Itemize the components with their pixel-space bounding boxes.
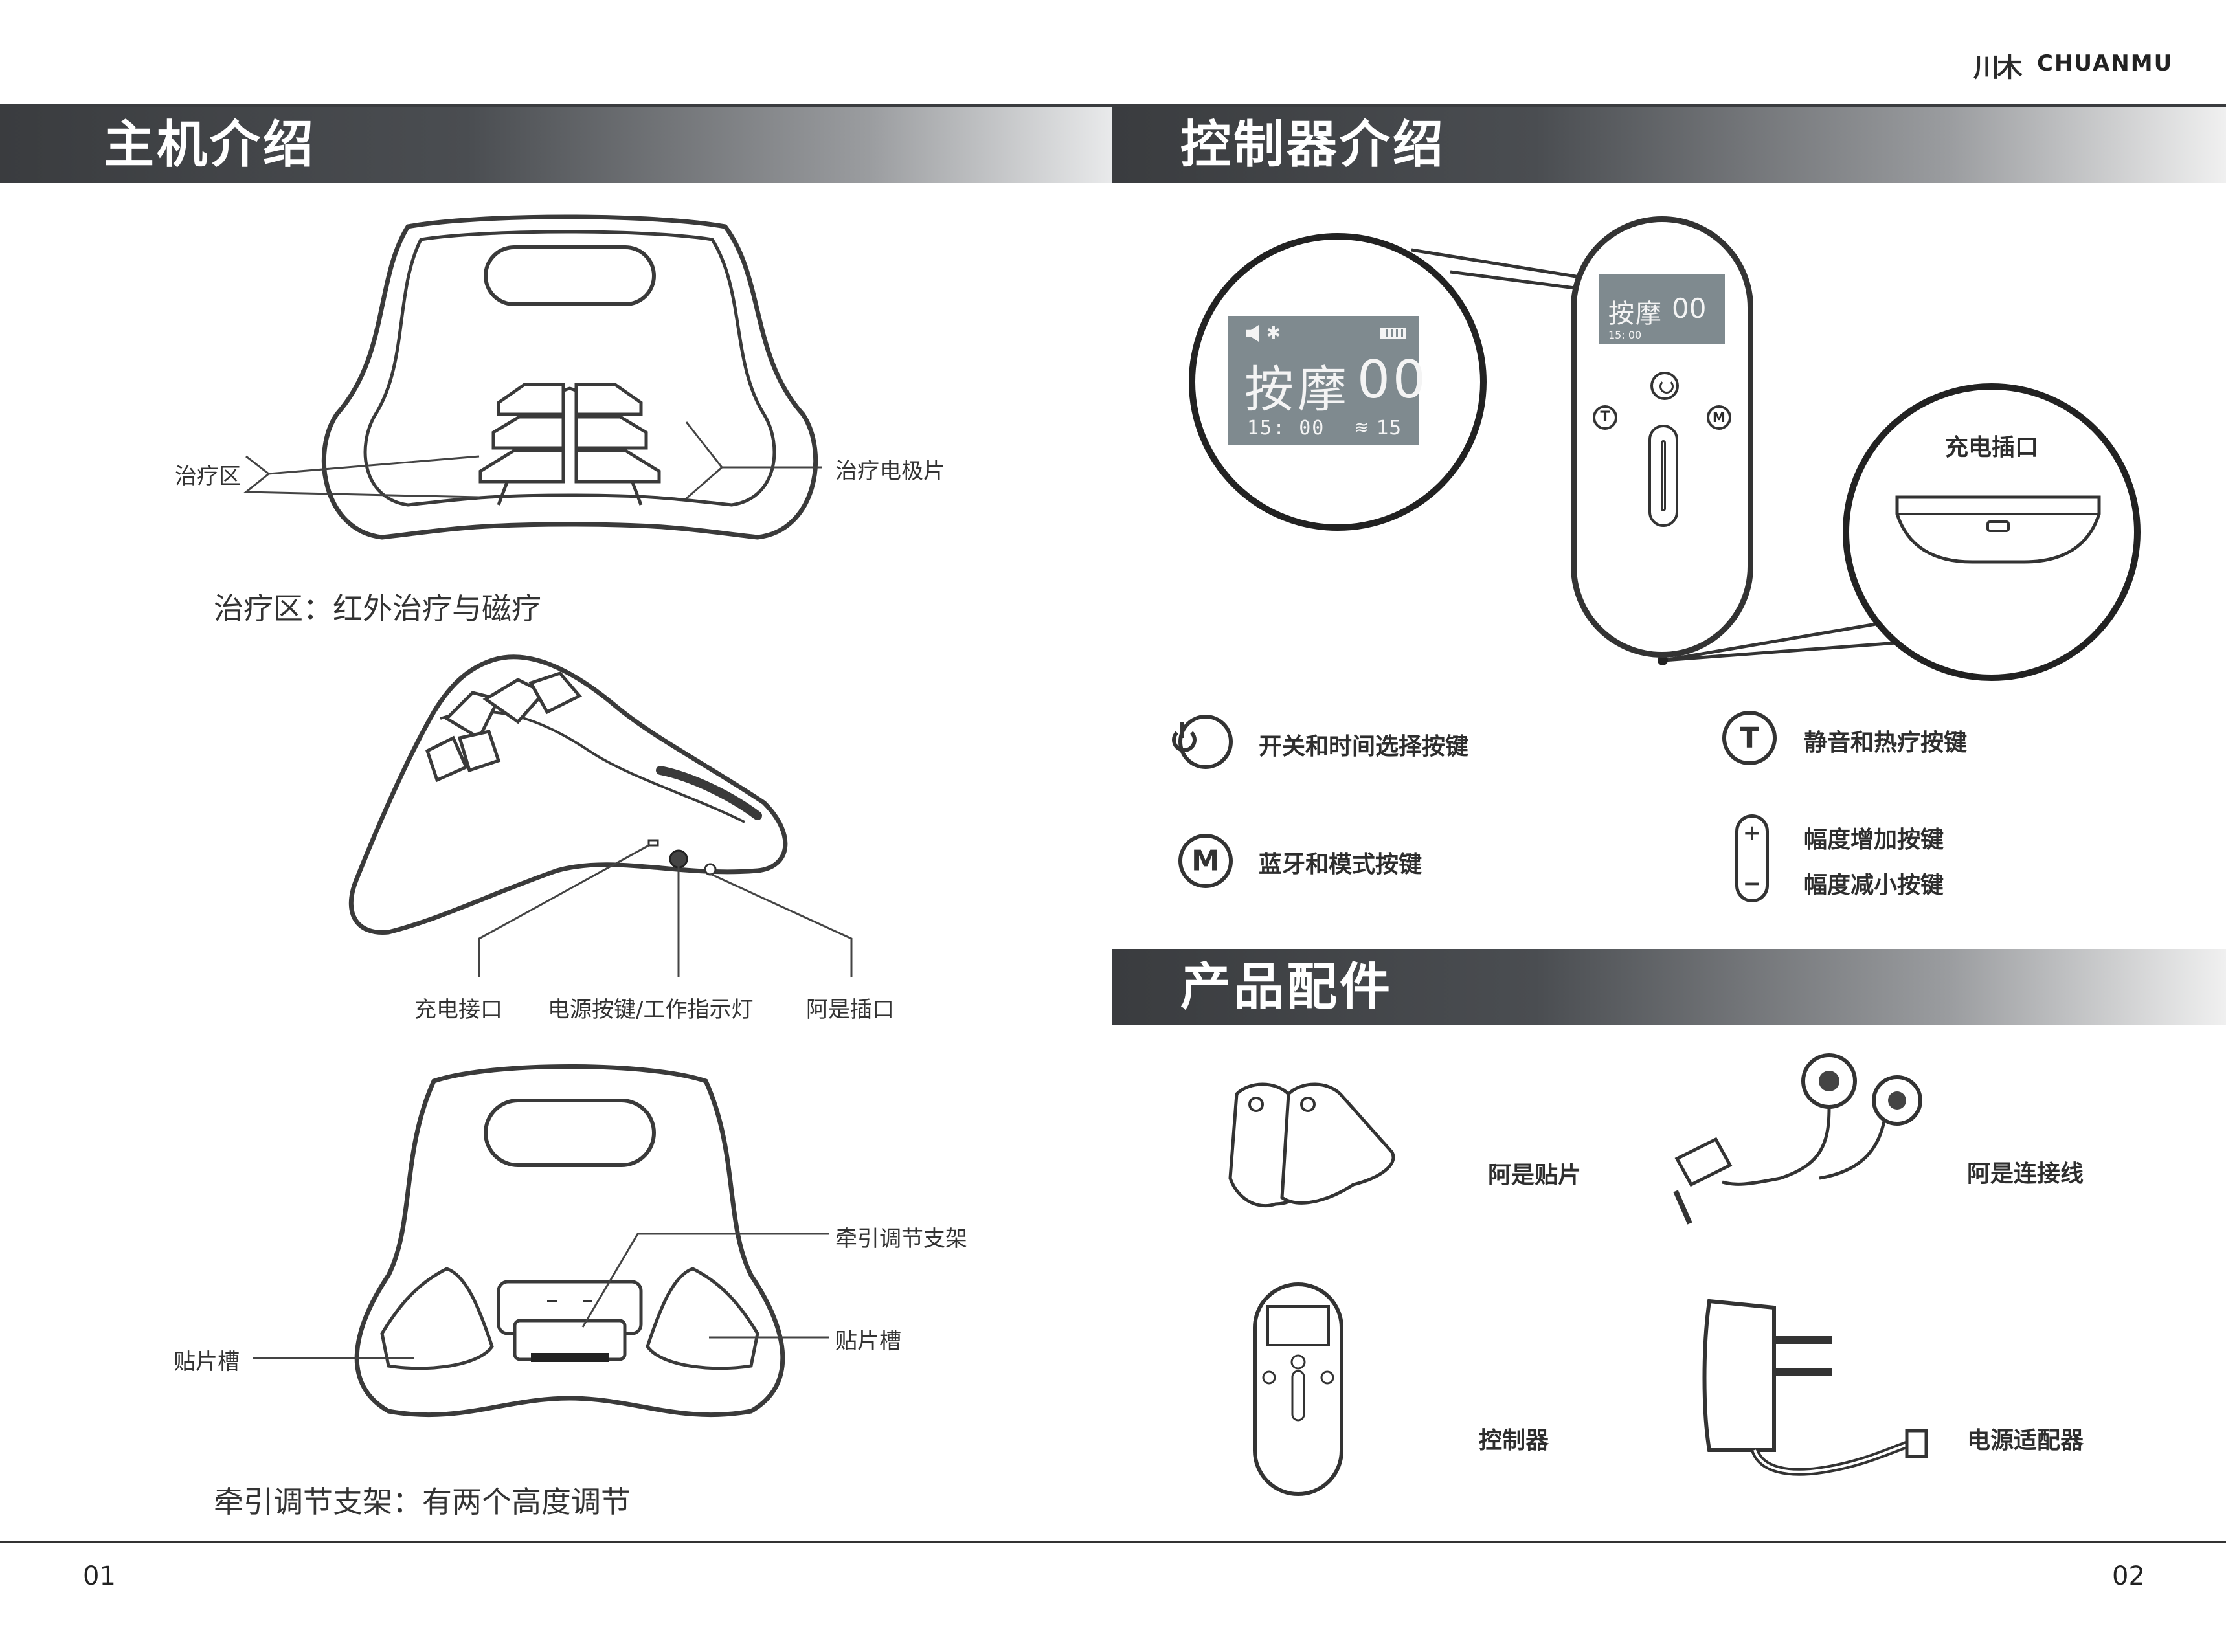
caption-traction-bracket: 牵引调节支架：有两个高度调节	[214, 1484, 631, 1519]
label-ashi-cable: 阿是连接线	[1967, 1161, 2084, 1187]
power-glyph	[1172, 728, 1197, 752]
label-ashi-pad: 阿是贴片	[1488, 1162, 1582, 1189]
section-title-host: 主机介绍	[104, 116, 317, 174]
controller-power-button[interactable]	[1650, 372, 1679, 400]
label-power-button: 电源按键/工作指示灯	[548, 997, 754, 1023]
label-controller: 控制器	[1479, 1427, 1549, 1454]
label-power-time-button: 开关和时间选择按键	[1259, 733, 1469, 760]
controller-screen-level: 00	[1672, 293, 1707, 324]
label-mute-heat-button: 静音和热疗按键	[1804, 730, 1968, 756]
label-power-adapter: 电源适配器	[1967, 1427, 2084, 1454]
host-side-view-illustration	[348, 654, 788, 935]
section-title-controller: 控制器介绍	[1180, 116, 1446, 174]
label-amplitude-increase: 幅度增加按键	[1804, 827, 1944, 853]
controller-amplitude-slider[interactable]	[1648, 425, 1678, 527]
label-ashi-port: 阿是插口	[806, 997, 894, 1023]
screen-mode-text: 按摩	[1244, 361, 1351, 418]
label-treatment-zone: 治疗区	[175, 463, 241, 489]
label-pad-slot-right: 贴片槽	[835, 1328, 901, 1354]
caption-treatment-zone: 治疗区：红外治疗与磁疗	[214, 591, 541, 626]
section-title-accessories: 产品配件	[1180, 958, 1393, 1016]
ashi-cable-illustration	[1673, 1053, 1922, 1225]
legend-m-icon: M	[1178, 834, 1233, 888]
controller-accessory-illustration	[1253, 1282, 1343, 1496]
charge-port-illustration	[1895, 495, 2101, 564]
legend-power-icon	[1172, 715, 1233, 769]
bluetooth-icon: ✱	[1266, 324, 1281, 343]
top-rule	[0, 104, 2226, 107]
power-glyph-bar	[1180, 722, 1184, 738]
screen-level: 00	[1357, 350, 1428, 410]
power-icon	[1659, 379, 1674, 394]
label-bluetooth-mode-button: 蓝牙和模式按键	[1259, 851, 1422, 878]
host-top-view-illustration	[322, 214, 818, 540]
screen-heat-level: 15	[1377, 417, 1402, 440]
logo-text: CHUANMU	[2037, 50, 2174, 76]
controller-t-button[interactable]: T	[1593, 405, 1617, 430]
section-band-controller: 控制器介绍	[1112, 107, 2226, 183]
screen-zoom-display: ✱ 按摩 00 15: 00 ≋ 15	[1228, 316, 1426, 445]
label-electrode-pads: 治疗电极片	[835, 458, 945, 484]
heat-icon: ≋	[1355, 418, 1369, 438]
ashi-pad-illustration	[1228, 1082, 1395, 1208]
bottom-rule	[0, 1541, 2226, 1543]
page-number-right: 02	[2112, 1561, 2145, 1591]
section-band-host: 主机介绍	[0, 107, 1112, 183]
page-number-left: 01	[83, 1561, 116, 1591]
controller-m-button[interactable]: M	[1707, 405, 1731, 430]
label-charge-port: 充电接口	[414, 997, 502, 1023]
brand-logo: 川木 CHUANMU	[1973, 47, 2194, 83]
power-adapter-illustration	[1702, 1299, 1928, 1476]
logo-mark: 川木	[1973, 53, 2023, 83]
legend-t-icon: T	[1722, 711, 1777, 765]
label-pad-slot-left: 贴片槽	[174, 1349, 240, 1375]
label-amplitude-decrease: 幅度减小按键	[1804, 872, 1944, 899]
label-controller-charge-port: 充电插口	[1945, 434, 2039, 461]
label-traction-bracket: 牵引调节支架	[835, 1226, 967, 1252]
controller-screen: 按摩 00 15: 00	[1599, 274, 1725, 344]
controller-screen-time: 15: 00	[1608, 329, 1642, 341]
section-band-accessories: 产品配件	[1112, 949, 2226, 1025]
host-back-view-illustration	[354, 1064, 785, 1418]
legend-amplitude-icon: + −	[1735, 814, 1769, 902]
battery-icon	[1380, 328, 1406, 339]
slider-track	[1661, 440, 1666, 511]
screen-time: 15: 00	[1247, 417, 1325, 440]
controller-screen-mode: 按摩	[1608, 299, 1663, 329]
